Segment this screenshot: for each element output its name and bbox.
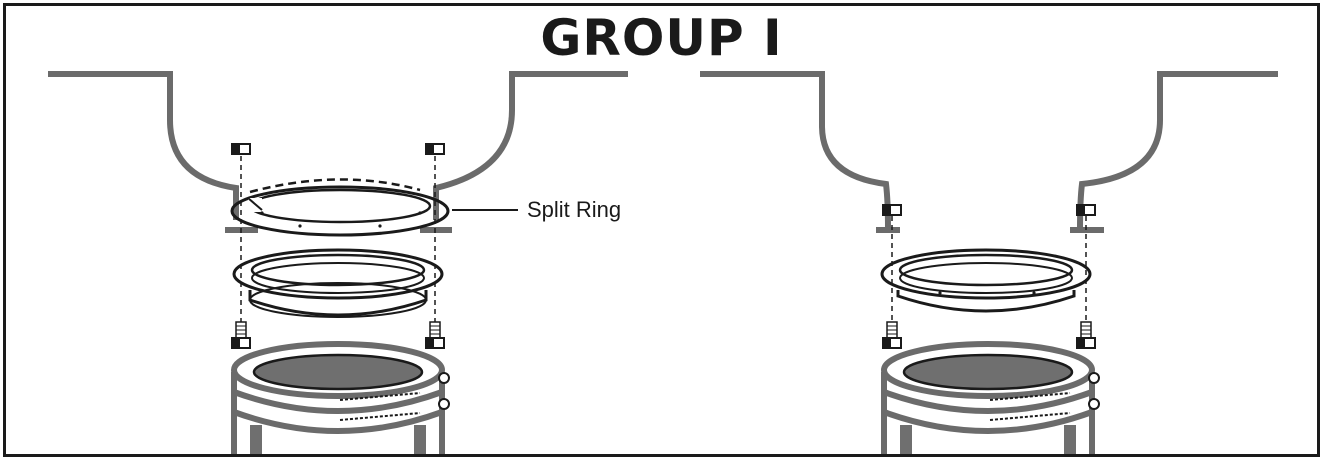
right-opening-outline-right [1077, 71, 1278, 231]
flange-ring [880, 248, 1092, 313]
right-opening-outline [700, 71, 891, 231]
bolt-icon [425, 321, 445, 349]
bolt-head-icon [1076, 204, 1096, 216]
left-opening-outline-right [433, 71, 628, 220]
bolt-icon [882, 321, 902, 349]
split-ring [230, 178, 450, 237]
bolt-head-icon [231, 143, 251, 155]
left-assembly [48, 71, 628, 454]
bolt-head-icon [425, 143, 445, 155]
drum-container [231, 341, 450, 454]
drum-container [881, 341, 1100, 454]
bolt-icon [231, 321, 251, 349]
bolt-icon [1076, 321, 1096, 349]
right-assembly [700, 71, 1278, 454]
bolt-head-icon [882, 204, 902, 216]
flange-ring [232, 248, 444, 318]
split-ring-label: Split Ring [527, 197, 622, 222]
left-opening-outline [48, 71, 239, 220]
diagram-title: GROUP I [540, 9, 783, 67]
